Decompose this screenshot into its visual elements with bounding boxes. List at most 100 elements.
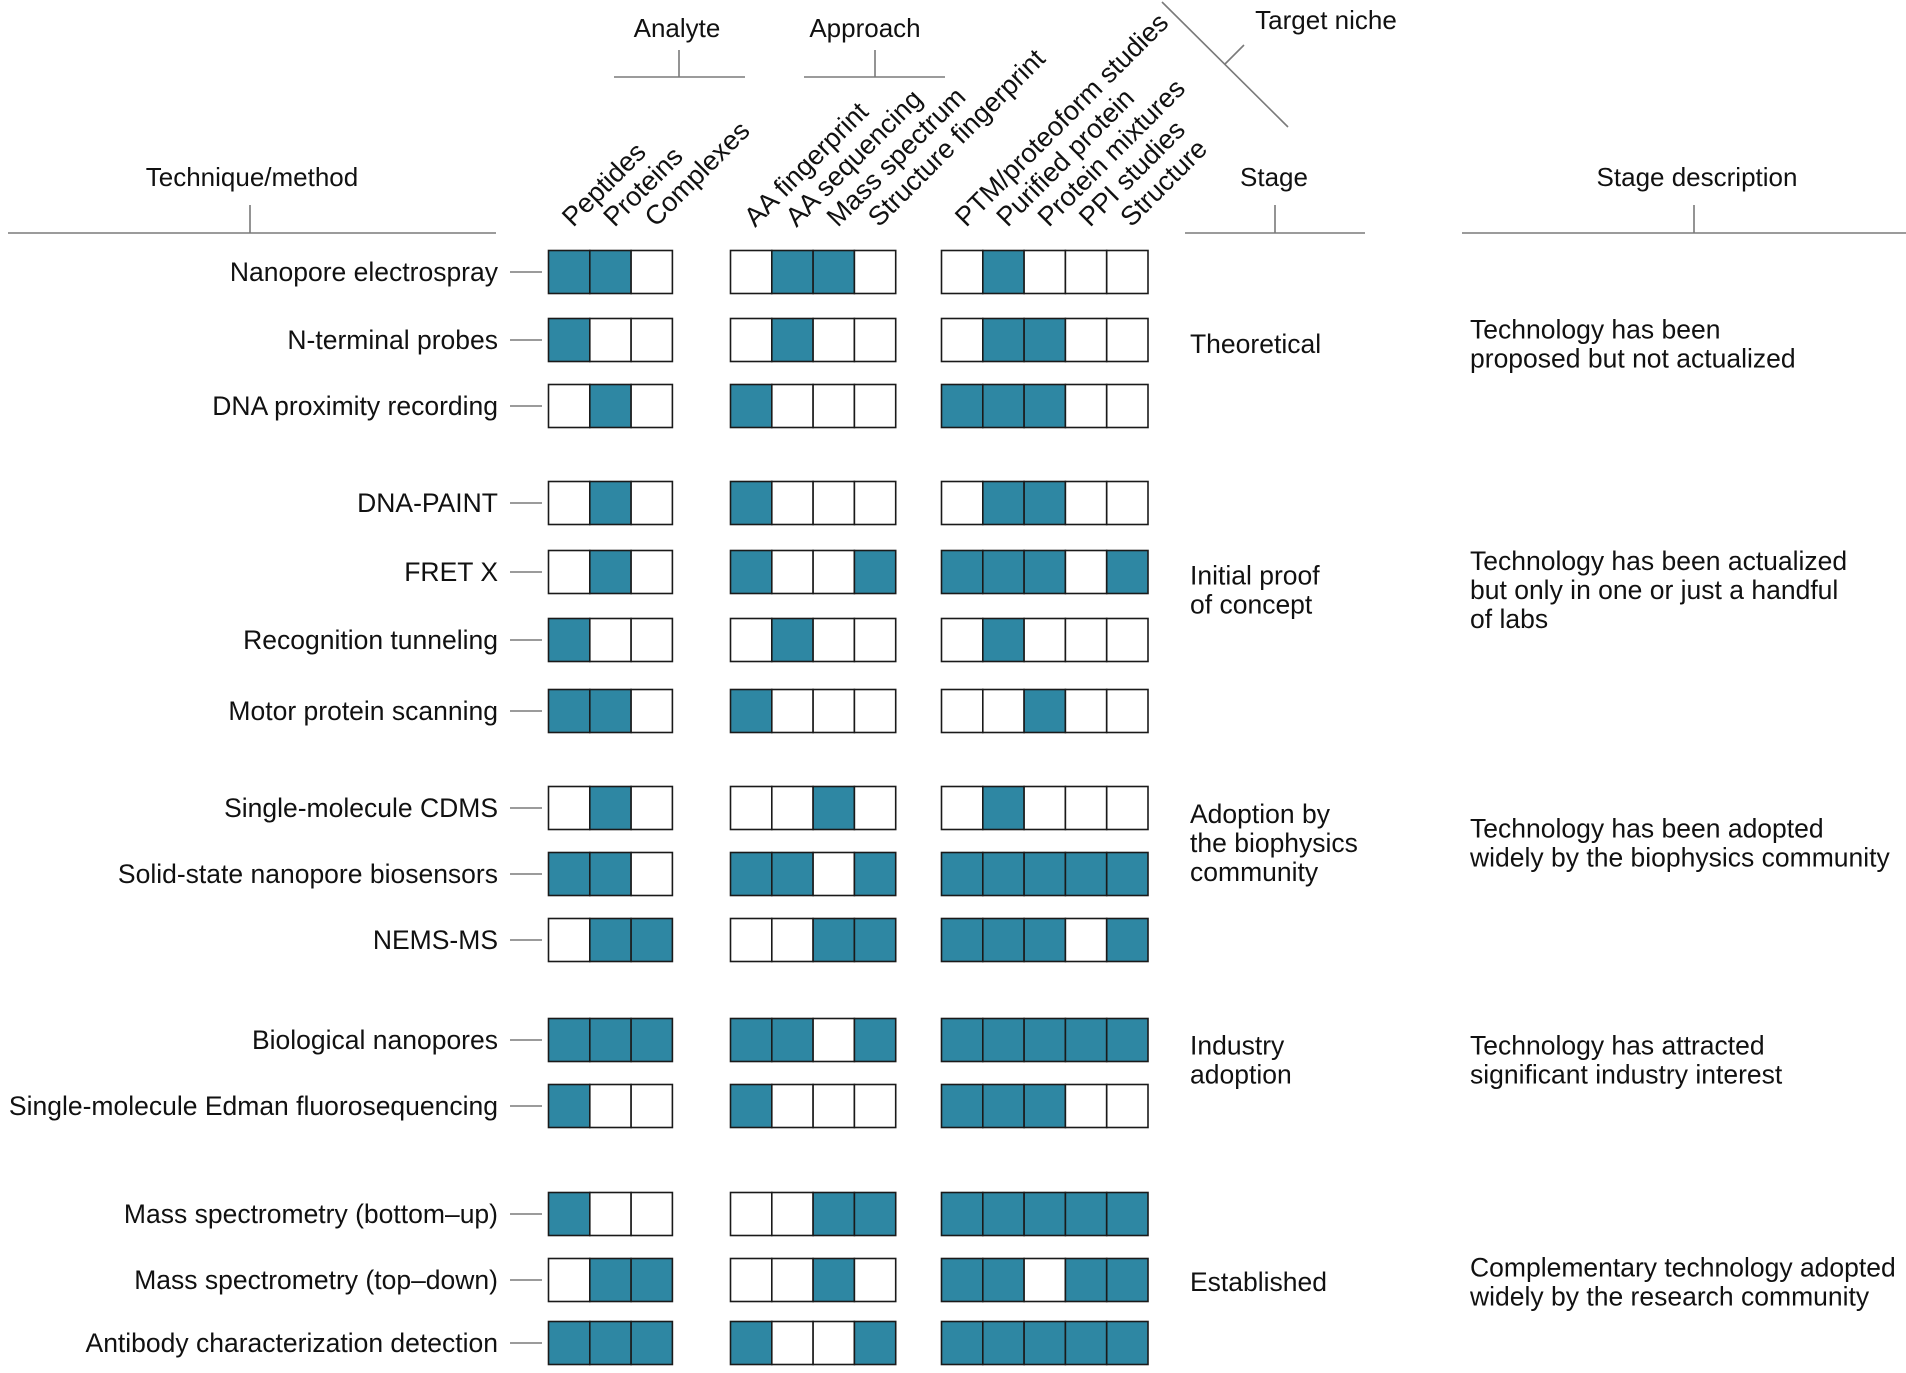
stage-description: Technology has attracted (1470, 1031, 1765, 1061)
niche-cell-ptm-proteoform-studies-filled (940, 549, 984, 595)
approach-cell-mass-spectrum-filled (812, 917, 856, 963)
approach-cell-aa-sequencing-empty (770, 1320, 814, 1366)
niche-cell-purified-protein-filled (981, 383, 1025, 429)
niche-cell-ptm-proteoform-studies-empty (940, 617, 984, 663)
technique-label: DNA proximity recording (212, 391, 498, 421)
approach-cell-aa-fingerprint-filled (729, 688, 773, 734)
technique-label: Single-molecule Edman fluorosequencing (9, 1091, 498, 1121)
analyte-cell-proteins-filled (588, 851, 632, 897)
analyte-cell-proteins-filled (588, 1017, 632, 1063)
technique-row: Nanopore electrospray (230, 249, 1149, 295)
analyte-cell-peptides-filled (547, 688, 591, 734)
niche-cell-protein-mixtures-filled (1023, 1320, 1067, 1366)
approach-cell-structure-fingerprint-empty (853, 1083, 897, 1129)
analyte-cell-complexes-empty (630, 383, 674, 429)
approach-cell-structure-fingerprint-filled (853, 1191, 897, 1237)
niche-cell-protein-mixtures-filled (1023, 317, 1067, 363)
niche-cell-structure-filled (1105, 1320, 1149, 1366)
approach-cell-structure-fingerprint-filled (853, 1017, 897, 1063)
stage-description-header: Stage description (1597, 162, 1798, 192)
analyte-cell-complexes-empty (630, 1083, 674, 1129)
approach-cell-structure-fingerprint-empty (853, 480, 897, 526)
niche-cell-structure-filled (1105, 1191, 1149, 1237)
niche-cell-purified-protein-filled (981, 917, 1025, 963)
niche-cell-purified-protein-filled (981, 1320, 1025, 1366)
approach-cell-aa-fingerprint-filled (729, 1320, 773, 1366)
approach-cell-structure-fingerprint-empty (853, 317, 897, 363)
approach-cell-aa-sequencing-empty (770, 383, 814, 429)
approach-cell-aa-fingerprint-filled (729, 1017, 773, 1063)
analyte-cell-proteins-empty (588, 317, 632, 363)
technique-label: Antibody characterization detection (86, 1328, 498, 1358)
approach-cell-structure-fingerprint-filled (853, 549, 897, 595)
approach-cell-aa-sequencing-filled (770, 851, 814, 897)
niche-cell-ptm-proteoform-studies-filled (940, 851, 984, 897)
approach-cell-aa-sequencing-empty (770, 785, 814, 831)
approach-cell-aa-fingerprint-empty (729, 317, 773, 363)
stage-name: Theoretical (1190, 329, 1321, 359)
stage-name: the biophysics (1190, 828, 1358, 858)
technique-row: Antibody characterization detection (86, 1320, 1149, 1366)
approach-cell-aa-sequencing-filled (770, 249, 814, 295)
analyte-cell-proteins-filled (588, 688, 632, 734)
analyte-cell-complexes-filled (630, 1017, 674, 1063)
niche-cell-ptm-proteoform-studies-empty (940, 249, 984, 295)
approach-cell-mass-spectrum-empty (812, 383, 856, 429)
niche-cell-purified-protein-filled (981, 549, 1025, 595)
approach-cell-aa-fingerprint-empty (729, 1191, 773, 1237)
niche-cell-purified-protein-filled (981, 480, 1025, 526)
technique-label: Motor protein scanning (228, 696, 498, 726)
niche-cell-ppi-studies-filled (1064, 1257, 1108, 1303)
approach-cell-aa-sequencing-empty (770, 917, 814, 963)
analyte-cell-proteins-empty (588, 617, 632, 663)
niche-cell-protein-mixtures-filled (1023, 549, 1067, 595)
approach-cell-mass-spectrum-empty (812, 549, 856, 595)
niche-cell-protein-mixtures-empty (1023, 785, 1067, 831)
technique-label: Mass spectrometry (top–down) (134, 1265, 498, 1295)
niche-cell-protein-mixtures-filled (1023, 851, 1067, 897)
approach-cell-aa-fingerprint-empty (729, 917, 773, 963)
approach-cell-aa-sequencing-filled (770, 617, 814, 663)
approach-cell-structure-fingerprint-empty (853, 785, 897, 831)
niche-cell-structure-empty (1105, 317, 1149, 363)
technique-label: Recognition tunneling (243, 625, 498, 655)
approach-cell-structure-fingerprint-filled (853, 851, 897, 897)
niche-cell-purified-protein-filled (981, 317, 1025, 363)
approach-cell-aa-fingerprint-empty (729, 785, 773, 831)
analyte-cell-complexes-empty (630, 617, 674, 663)
approach-cell-aa-fingerprint-filled (729, 383, 773, 429)
analyte-cell-proteins-empty (588, 1083, 632, 1129)
analyte-header: Analyte (634, 13, 721, 43)
analyte-cell-peptides-empty (547, 383, 591, 429)
niche-cell-ppi-studies-empty (1064, 549, 1108, 595)
approach-cell-aa-fingerprint-empty (729, 249, 773, 295)
technique-label: Solid-state nanopore biosensors (118, 859, 498, 889)
technique-row: Motor protein scanning (228, 688, 1149, 734)
technique-label: Mass spectrometry (bottom–up) (124, 1199, 498, 1229)
analyte-cell-peptides-filled (547, 1320, 591, 1366)
stage-name: Industry (1190, 1031, 1285, 1061)
technique-label: N-terminal probes (287, 325, 498, 355)
approach-cell-aa-sequencing-filled (770, 1017, 814, 1063)
niche-cell-ptm-proteoform-studies-filled (940, 1017, 984, 1063)
niche-cell-ppi-studies-empty (1064, 617, 1108, 663)
stage-name: Established (1190, 1267, 1327, 1297)
niche-cell-structure-empty (1105, 1083, 1149, 1129)
approach-cell-aa-fingerprint-filled (729, 851, 773, 897)
stage-description: proposed but not actualized (1470, 344, 1796, 374)
niche-cell-ptm-proteoform-studies-empty (940, 317, 984, 363)
niche-cell-structure-filled (1105, 851, 1149, 897)
niche-cell-protein-mixtures-filled (1023, 1191, 1067, 1237)
technique-row: Recognition tunneling (243, 617, 1149, 663)
stage-description: Technology has been actualized (1470, 546, 1847, 576)
niche-cell-structure-empty (1105, 383, 1149, 429)
approach-cell-aa-fingerprint-filled (729, 549, 773, 595)
technique-label: FRET X (404, 557, 498, 587)
niche-cell-structure-empty (1105, 617, 1149, 663)
header-rules (8, 1, 1906, 234)
analyte-cell-peptides-filled (547, 617, 591, 663)
